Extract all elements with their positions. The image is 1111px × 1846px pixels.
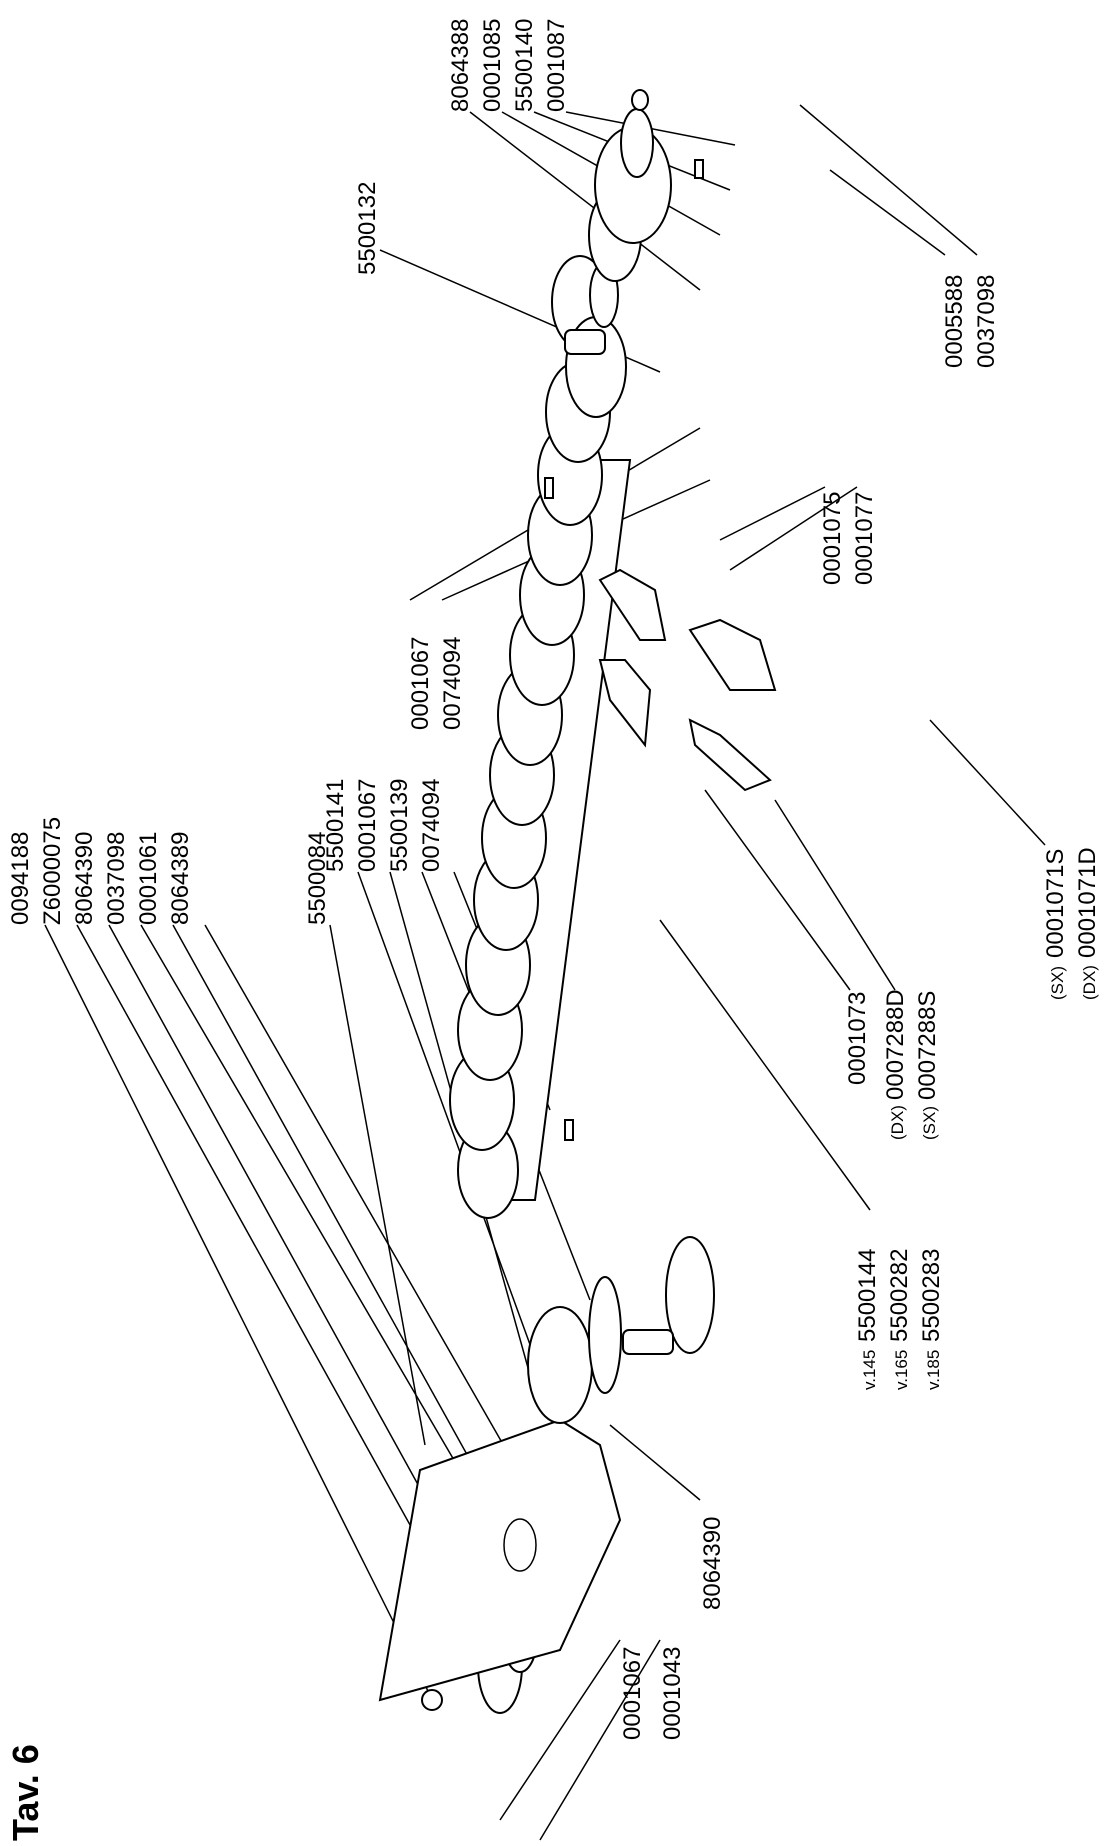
labels-bottom-right: 0005588 0037098 bbox=[941, 275, 1000, 368]
blade-mid-labels: (DX) 0007288D (SX) 0007288S bbox=[882, 989, 941, 1140]
blade-mid-code-0007288s: 0007288S bbox=[914, 991, 941, 1100]
variant-code-5500282: 5500282 bbox=[886, 1249, 913, 1342]
label-0001067-top: 0001067 bbox=[407, 637, 434, 730]
blade-mid-code-0007288d: 0007288D bbox=[882, 989, 909, 1100]
o-ring bbox=[588, 1276, 622, 1394]
blade-low-code-0001071s: 0001071S bbox=[1042, 849, 1069, 958]
label-0001087: 0001087 bbox=[543, 19, 570, 112]
label-0074094-top: 0074094 bbox=[439, 637, 466, 730]
variant-code-5500283: 5500283 bbox=[918, 1249, 945, 1342]
stub-shaft bbox=[622, 1329, 674, 1355]
labels-0001075-pair: 0001075 0001077 bbox=[819, 492, 878, 585]
label-z6000075: Z6000075 bbox=[39, 817, 66, 925]
labels-top-right: 8064388 0001085 5500140 0001087 bbox=[447, 19, 570, 112]
label-0005588: 0005588 bbox=[941, 275, 968, 368]
label-0001043: 0001043 bbox=[659, 1647, 686, 1740]
label-5500084: 5500084 bbox=[304, 832, 331, 925]
flange-support bbox=[527, 1306, 593, 1424]
blade-1071s bbox=[688, 618, 777, 691]
label-8064389: 8064389 bbox=[167, 832, 194, 925]
label-0037098: 0037098 bbox=[103, 832, 130, 925]
screw-icon-0005588 bbox=[694, 159, 704, 179]
label-5500132: 5500132 bbox=[354, 182, 381, 275]
label-0074094-mid: 0074094 bbox=[418, 779, 445, 872]
left-end-assembly bbox=[378, 1236, 715, 1714]
variant-label-v185: v.185 bbox=[924, 1350, 943, 1390]
label-8064388: 8064388 bbox=[447, 19, 474, 112]
blade-7288s bbox=[598, 568, 667, 641]
blade-1071d bbox=[688, 718, 772, 792]
label-0094188: 0094188 bbox=[7, 832, 34, 925]
label-0001067-mid: 0001067 bbox=[354, 779, 381, 872]
label-0037098-right: 0037098 bbox=[973, 275, 1000, 368]
blade-low-side-sx: (SX) bbox=[1048, 966, 1067, 1000]
grease-nipple-icon-right bbox=[631, 89, 649, 111]
label-5500139: 5500139 bbox=[386, 779, 413, 872]
circlip-0001087 bbox=[620, 108, 654, 178]
label-0001077: 0001077 bbox=[851, 492, 878, 585]
label-0001067-bottom: 0001067 bbox=[619, 1647, 646, 1740]
label-5500141: 5500141 bbox=[322, 779, 349, 872]
label-0001085: 0001085 bbox=[479, 19, 506, 112]
variant-code-5500144: 5500144 bbox=[854, 1249, 881, 1342]
blade-7288d bbox=[598, 659, 652, 748]
rotor-shaft bbox=[449, 255, 632, 1219]
splined-shaft bbox=[564, 329, 606, 355]
bolt-icon bbox=[564, 1119, 574, 1141]
label-0001073: 0001073 bbox=[844, 992, 871, 1085]
blades bbox=[598, 568, 777, 792]
plate-title: Tav. 6 bbox=[5, 1744, 46, 1841]
variant-label-v165: v.165 bbox=[892, 1350, 911, 1390]
label-8064390: 8064390 bbox=[71, 832, 98, 925]
right-end-assembly bbox=[564, 89, 704, 418]
side-plate-hole bbox=[503, 1518, 537, 1572]
labels-0001067-pair: 0001067 0074094 bbox=[407, 637, 466, 730]
blade-mid-side-sx: (SX) bbox=[920, 1106, 939, 1140]
variant-table: v.145 5500144 v.165 5500282 v.185 550028… bbox=[854, 1249, 945, 1390]
labels-bottom-left: 0094188 Z6000075 8064390 0037098 0001061… bbox=[7, 817, 194, 925]
grease-nipple-icon bbox=[421, 1689, 443, 1711]
label-0001075: 0001075 bbox=[819, 492, 846, 585]
blade-mid-side-dx: (DX) bbox=[888, 1105, 907, 1140]
label-8064390-bottom: 8064390 bbox=[699, 1517, 726, 1610]
title-group: Tav. 6 bbox=[5, 1744, 46, 1841]
bolt-icon-2 bbox=[544, 477, 554, 499]
blade-low-code-0001071d: 0001071D bbox=[1074, 847, 1101, 958]
label-5500140: 5500140 bbox=[511, 19, 538, 112]
labels-mid-left: 5500141 0001067 5500139 0074094 bbox=[322, 779, 445, 872]
blade-low-labels: (SX) 0001071S (DX) 0001071D bbox=[1042, 847, 1101, 1000]
label-0001061: 0001061 bbox=[135, 832, 162, 925]
variant-label-v145: v.145 bbox=[860, 1350, 879, 1390]
side-plate bbox=[378, 1418, 622, 1702]
stub-flange bbox=[665, 1236, 715, 1354]
blade-low-side-dx: (DX) bbox=[1080, 965, 1099, 1000]
